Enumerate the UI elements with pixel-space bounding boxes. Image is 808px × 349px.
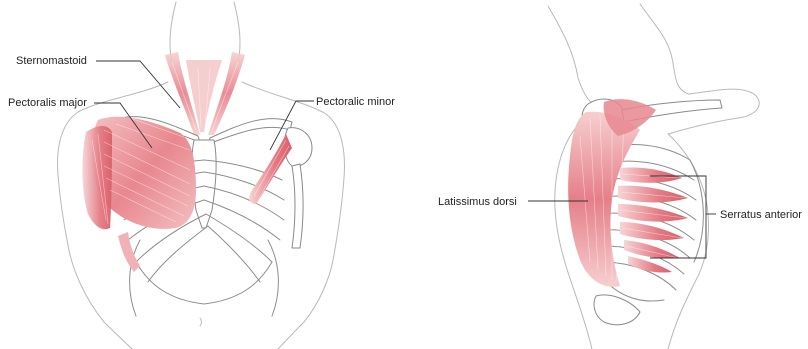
label-latissimus-dorsi: Latissimus dorsi <box>438 196 517 208</box>
sternomastoid-muscle <box>165 52 245 135</box>
serratus-anterior-muscle <box>618 167 688 272</box>
side-view: Latissimus dorsi Serratus anterior <box>438 4 802 349</box>
front-view: Sternomastoid Pectoralis major Pectorali… <box>8 2 395 349</box>
label-pectoralis-minor: Pectoralic minor <box>316 96 395 108</box>
pectoralis-minor-muscle <box>249 134 292 204</box>
label-pectoralis-major: Pectoralis major <box>8 97 87 109</box>
label-sternomastoid: Sternomastoid <box>16 55 87 67</box>
side-pelvis <box>594 295 640 325</box>
label-serratus-anterior: Serratus anterior <box>720 209 802 221</box>
